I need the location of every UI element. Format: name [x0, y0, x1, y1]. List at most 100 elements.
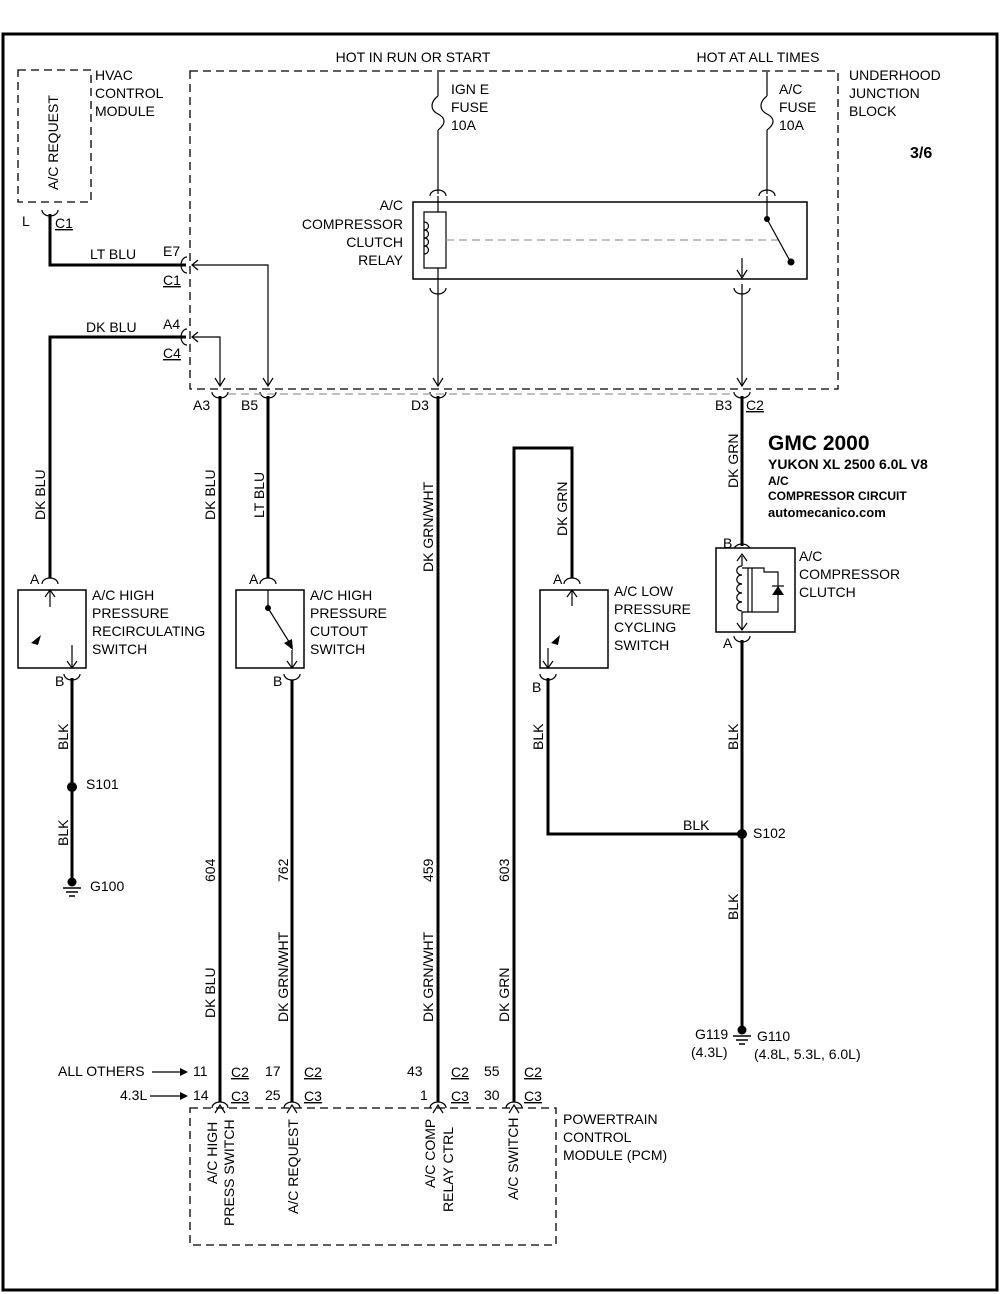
wire-603-dk-grn — [512, 446, 574, 1102]
svg-text:C2: C2 — [524, 1064, 542, 1080]
ground-g119-g110-icon — [733, 1025, 751, 1045]
pcm-outline — [189, 1107, 557, 1246]
circuit-762: 762 — [275, 858, 291, 882]
title-block: GMC 2000 YUKON XL 2500 6.0L V8 A/C COMPR… — [768, 432, 928, 520]
svg-text:A/C HIGH: A/C HIGH — [204, 1122, 220, 1184]
hvac-control-module-label: HVAC CONTROL MODULE — [95, 67, 164, 119]
svg-text:BLOCK: BLOCK — [849, 103, 897, 119]
svg-text:RELAY CTRL: RELAY CTRL — [440, 1127, 456, 1212]
svg-text:CYCLING: CYCLING — [614, 619, 676, 635]
svg-text:14: 14 — [193, 1087, 209, 1103]
pin-a4: A4 — [163, 316, 180, 332]
svg-text:SWITCH: SWITCH — [92, 641, 147, 657]
junction-bottom-connectors — [211, 391, 751, 399]
svg-text:MODULE: MODULE — [95, 103, 155, 119]
splice-s102-label: S102 — [753, 825, 786, 841]
svg-text:RELAY: RELAY — [358, 252, 404, 268]
svg-text:11: 11 — [193, 1063, 208, 1079]
svg-text:CLUTCH: CLUTCH — [346, 234, 403, 250]
svg-text:B: B — [273, 673, 282, 689]
svg-text:PRESSURE: PRESSURE — [614, 601, 691, 617]
pin-a3: A3 — [193, 397, 210, 413]
wire-label-dk-grn-clutch: DK GRN — [725, 434, 741, 488]
wire-label-lt-blu-top: LT BLU — [90, 246, 136, 262]
svg-text:C3: C3 — [304, 1088, 322, 1104]
conn-c4-jb: C4 — [163, 345, 181, 361]
hot-in-run-or-start-label: HOT IN RUN OR START — [336, 49, 491, 65]
wire-label-blk-clutch: BLK — [725, 723, 741, 750]
ac-compressor-clutch: B A A/C COMPRESSOR CLUTCH — [715, 535, 900, 651]
blk-wire-cycling-to-s102 — [546, 678, 742, 836]
svg-text:55: 55 — [484, 1063, 500, 1079]
ign-e-fuse: IGN E FUSE 10A — [431, 72, 489, 194]
svg-text:PRESSURE: PRESSURE — [92, 605, 169, 621]
ac-high-pressure-cutout-switch: A B A/C HIGH PRESSURE CUTOUT SWITCH — [235, 571, 387, 689]
svg-text:COMPRESSOR: COMPRESSOR — [799, 566, 900, 582]
svg-text:B: B — [723, 535, 732, 551]
svg-text:A/C: A/C — [799, 548, 822, 564]
svg-text:CONTROL: CONTROL — [563, 1129, 632, 1145]
pin-b5: B5 — [241, 397, 258, 413]
ground-g110-note: (4.8L, 5.3L, 6.0L) — [754, 1046, 861, 1062]
svg-text:POWERTRAIN: POWERTRAIN — [563, 1111, 658, 1127]
svg-text:C3: C3 — [451, 1088, 469, 1104]
svg-text:43: 43 — [407, 1063, 423, 1079]
pcm-4-3l-label: 4.3L — [120, 1087, 147, 1103]
svg-text:A/C: A/C — [768, 474, 789, 488]
ac-fuse: A/C FUSE 10A — [760, 72, 816, 194]
pcm-pin-labels: A/C HIGH PRESS SWITCH A/C REQUEST A/C CO… — [204, 1118, 521, 1226]
svg-text:A/C: A/C — [779, 81, 802, 97]
svg-text:GMC 2000: GMC 2000 — [768, 432, 870, 455]
wire-label-blk-ground: BLK — [725, 893, 741, 920]
svg-text:A/C SWITCH: A/C SWITCH — [505, 1118, 521, 1200]
ac-low-pressure-cycling-switch: A B A/C LOW PRESSURE CYCLING SWITCH — [532, 571, 691, 695]
svg-text:CLUTCH: CLUTCH — [799, 584, 856, 600]
svg-text:17: 17 — [265, 1063, 281, 1079]
svg-text:JUNCTION: JUNCTION — [849, 85, 920, 101]
svg-text:C3: C3 — [524, 1088, 542, 1104]
wire-label-dk-blu-top: DK BLU — [86, 319, 137, 335]
pin-d3: D3 — [411, 397, 429, 413]
svg-text:C2: C2 — [231, 1064, 249, 1080]
wire-label-dk-blu-604-top: DK BLU — [202, 469, 218, 520]
wire-label-dk-grn-wht-762: DK GRN/WHT — [275, 931, 291, 1022]
wire-label-blk-recirc-1: BLK — [55, 723, 71, 750]
wire-label-dk-blu-left: DK BLU — [32, 469, 48, 520]
ground-g100-label: G100 — [90, 878, 124, 894]
svg-text:RECIRCULATING: RECIRCULATING — [92, 623, 205, 639]
svg-text:10A: 10A — [451, 117, 477, 133]
svg-text:25: 25 — [265, 1087, 281, 1103]
wire-label-blk-recirc-2: BLK — [55, 819, 71, 846]
page-number: 3/6 — [910, 145, 932, 162]
svg-text:A: A — [30, 571, 40, 587]
hvac-ac-request-pin-label: A/C REQUEST — [45, 95, 61, 190]
svg-text:A: A — [249, 571, 259, 587]
svg-text:PRESSURE: PRESSURE — [310, 605, 387, 621]
svg-text:1: 1 — [420, 1087, 428, 1103]
circuit-604: 604 — [202, 858, 218, 882]
pcm-all-others-label: ALL OTHERS — [58, 1063, 145, 1079]
circuit-603: 603 — [496, 858, 512, 882]
pin-e7: E7 — [163, 243, 180, 259]
svg-text:C2: C2 — [304, 1064, 322, 1080]
svg-text:A: A — [553, 571, 563, 587]
svg-text:CUTOUT: CUTOUT — [310, 623, 369, 639]
ac-high-pressure-recirculating-switch: A B A/C HIGH PRESSURE RECIRCULATING SWIT… — [17, 571, 205, 689]
svg-text:CONTROL: CONTROL — [95, 85, 164, 101]
svg-text:C3: C3 — [231, 1088, 249, 1104]
svg-text:FUSE: FUSE — [779, 99, 816, 115]
svg-text:30: 30 — [484, 1087, 500, 1103]
wire-label-dk-grn-wht-459-top: DK GRN/WHT — [420, 481, 436, 572]
circuit-459: 459 — [420, 858, 436, 882]
svg-text:UNDERHOOD: UNDERHOOD — [849, 67, 941, 83]
outer-frame — [1, 32, 999, 1292]
wire-label-dk-grn-603: DK GRN — [496, 968, 512, 1022]
pcm-connectors — [211, 1101, 523, 1114]
svg-text:COMPRESSOR CIRCUIT: COMPRESSOR CIRCUIT — [768, 489, 907, 503]
dk-blu-wire-recirc — [48, 335, 186, 578]
hvac-pin-l: L — [22, 213, 30, 229]
svg-text:A/C: A/C — [380, 197, 403, 213]
splice-s102 — [737, 829, 747, 839]
splice-s101 — [67, 782, 77, 792]
